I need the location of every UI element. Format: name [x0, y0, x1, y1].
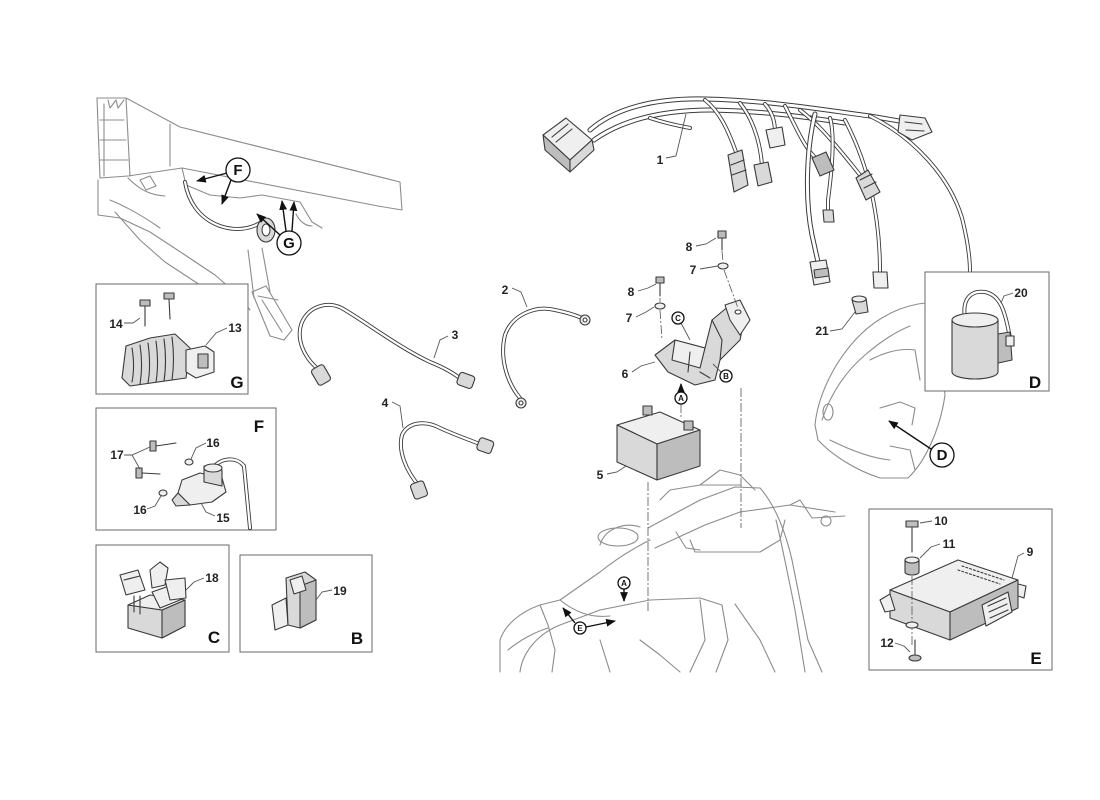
detail-view-label-g: G: [230, 373, 243, 392]
part-number-8-upper[interactable]: 8: [686, 240, 693, 254]
part-number-5[interactable]: 5: [597, 468, 604, 482]
marker-label-e: E: [577, 624, 583, 633]
harness-connector: [855, 169, 881, 201]
marker-circle-a-frame: [617, 576, 631, 590]
marker-circle-d: [929, 442, 955, 468]
marker-label-g: G: [283, 235, 295, 252]
detail-view-label-d: D: [1029, 373, 1041, 392]
part-number-16-lower[interactable]: 16: [133, 503, 147, 517]
ecu: [879, 559, 1027, 641]
assembly-lines: [647, 250, 742, 612]
marker-label-a-bracket: A: [678, 394, 684, 403]
washer-lower: [654, 302, 666, 310]
leader-lines: [124, 113, 1025, 653]
bolt-lower: [655, 276, 665, 297]
detail-view-label-b: B: [351, 629, 363, 648]
battery-cable-4: [399, 421, 495, 500]
detail-view-d: D: [924, 271, 1050, 392]
part-number-3[interactable]: 3: [452, 328, 459, 342]
part-number-1[interactable]: 1: [657, 153, 664, 167]
starter-relay: [119, 561, 187, 639]
harness-connector: [872, 271, 889, 289]
harness-connector: [753, 161, 773, 187]
detail-view-e: E: [868, 508, 1053, 671]
part-number-21[interactable]: 21: [815, 324, 829, 338]
part-number-6[interactable]: 6: [622, 367, 629, 381]
ecu-grommet: [904, 556, 920, 576]
detail-view-g: G: [95, 283, 249, 395]
battery: [616, 405, 701, 481]
ecu-bolt-upper: [905, 520, 919, 553]
washer-upper: [717, 262, 729, 270]
battery-bracket: [654, 299, 751, 386]
lower-frame-section: [499, 469, 846, 673]
harness-connector: [727, 149, 749, 193]
upper-frame-section: [96, 97, 403, 341]
voltage-regulator: [121, 333, 215, 387]
regulator-bolt: [163, 292, 175, 320]
part-number-13[interactable]: 13: [228, 321, 242, 335]
part-number-15[interactable]: 15: [216, 511, 230, 525]
part-number-19[interactable]: 19: [333, 584, 347, 598]
harness-connector: [765, 126, 786, 149]
part-number-7-lower[interactable]: 7: [626, 311, 633, 325]
detail-view-c: C: [95, 544, 230, 653]
ground-cable-2: [501, 306, 591, 409]
part-number-20[interactable]: 20: [1014, 286, 1028, 300]
battery-cable-3: [297, 302, 476, 390]
part-number-12[interactable]: 12: [880, 636, 894, 650]
rubber-cap: [851, 295, 869, 315]
coil-washer-lower: [158, 489, 168, 497]
marker-circle-e: [573, 621, 587, 635]
part-number-2[interactable]: 2: [502, 283, 509, 297]
part-number-14[interactable]: 14: [109, 317, 123, 331]
marker-label-f: F: [233, 162, 242, 179]
marker-circle-f: [225, 157, 251, 183]
ignition-coil: [171, 457, 252, 530]
marker-circle-a-bracket: [674, 391, 688, 405]
part-number-17[interactable]: 17: [110, 448, 124, 462]
part-number-9[interactable]: 9: [1027, 545, 1034, 559]
marker-label-a-frame: A: [621, 579, 627, 588]
bolt-upper: [717, 230, 727, 251]
coil-bolt-upper: [149, 440, 177, 452]
detail-view-label-e: E: [1030, 649, 1041, 668]
harness-end-connector: [897, 114, 933, 141]
detail-view-label-c: C: [208, 628, 220, 647]
ecu-washer: [905, 621, 919, 629]
marker-label-b: B: [723, 372, 729, 381]
relay-can: [951, 289, 1015, 380]
connector-plug: [271, 571, 317, 631]
part-number-4[interactable]: 4: [382, 396, 389, 410]
marker-circle-g: [276, 230, 302, 256]
part-number-callouts: 1 2 3 4 5 6 7 7 8 8 9 10 11 12 13 14 15 …: [109, 153, 1033, 650]
part-number-8-lower[interactable]: 8: [628, 285, 635, 299]
ecu-bolt-lower: [908, 639, 922, 662]
detail-view-b: B: [239, 554, 373, 653]
coil-washer-upper: [184, 458, 194, 466]
detail-view-label-f: F: [254, 417, 264, 436]
part-number-7-upper[interactable]: 7: [690, 263, 697, 277]
marker-label-d: D: [937, 447, 948, 464]
part-number-16-upper[interactable]: 16: [206, 436, 220, 450]
harness-connector: [811, 151, 835, 177]
reference-markers: F G C B A D A E: [196, 157, 955, 635]
regulator-bolt: [139, 299, 151, 327]
part-number-10[interactable]: 10: [934, 514, 948, 528]
part-number-11[interactable]: 11: [943, 537, 956, 551]
marker-circle-c: [671, 311, 685, 325]
marker-label-c: C: [675, 314, 681, 323]
frame-cable: [183, 180, 276, 243]
harness-connector: [822, 209, 835, 223]
part-number-18[interactable]: 18: [205, 571, 219, 585]
wiring-harness: [542, 96, 972, 289]
detail-view-f: F: [95, 407, 277, 531]
marker-circle-b: [719, 369, 733, 383]
